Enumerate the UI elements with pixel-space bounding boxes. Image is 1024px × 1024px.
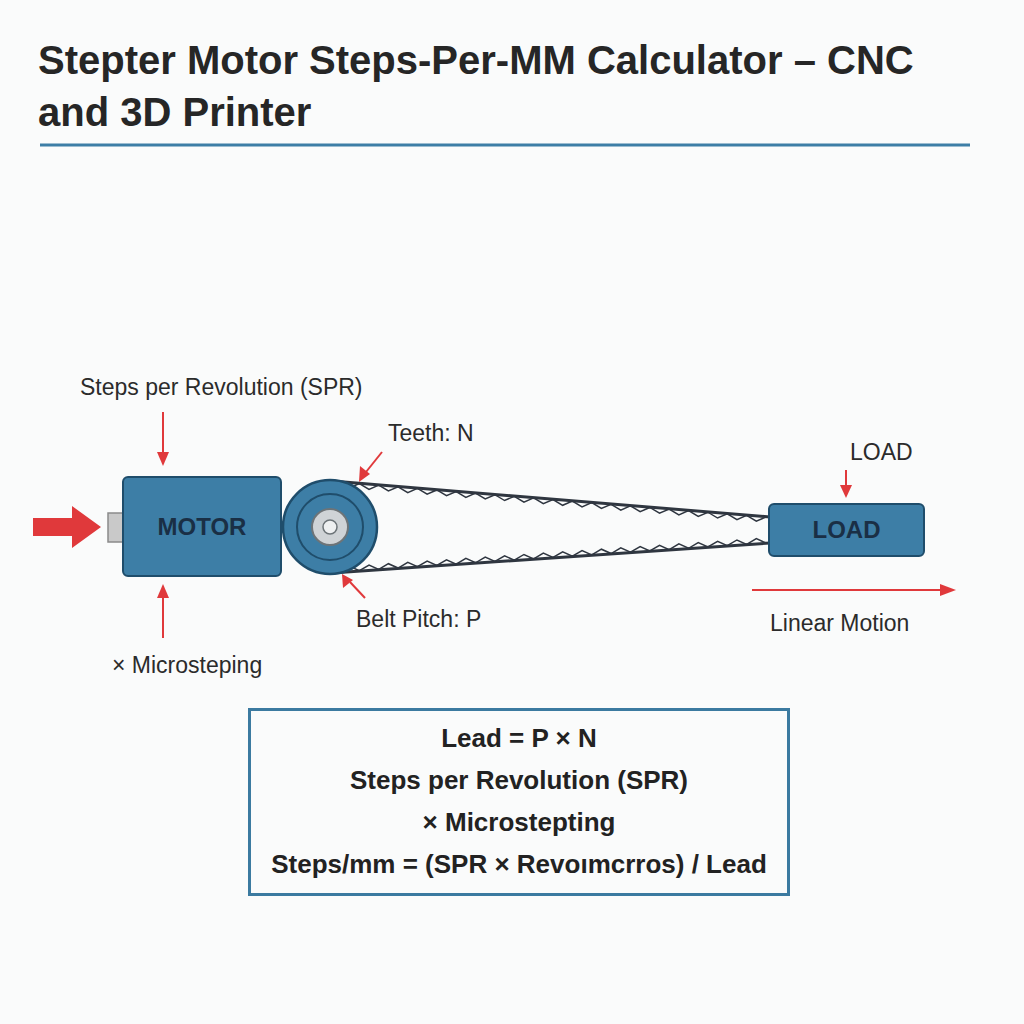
callout-label: × Microsteping (112, 652, 262, 679)
callout-label: Belt Pitch: P (356, 606, 481, 633)
block-label: MOTOR (158, 513, 247, 541)
formula-line: Steps per Revolution (SPR) (350, 759, 688, 801)
formula-line: Steps/mm = (SPR × Revoımcrros) / Lead (271, 843, 767, 885)
formula-line: Lead = P × N (441, 717, 597, 759)
load-block: LOAD (768, 503, 925, 557)
timing-belt (332, 481, 770, 573)
callout-label: Linear Motion (770, 610, 909, 637)
pulley (283, 480, 377, 574)
callout-label: LOAD (850, 439, 913, 466)
input-arrow (33, 506, 101, 548)
motor-block: MOTOR (122, 476, 282, 577)
callout-label: Teeth: N (388, 420, 474, 447)
formula-box: Lead = P × NSteps per Revolution (SPR)× … (248, 708, 790, 896)
block-label: LOAD (813, 516, 881, 544)
title-rule (40, 144, 970, 147)
page-title: Stepter Motor Steps-Per-MM Calculator – … (38, 34, 973, 138)
formula-line: × Microstepting (423, 801, 616, 843)
callout-label: Steps per Revolution (SPR) (80, 374, 363, 401)
